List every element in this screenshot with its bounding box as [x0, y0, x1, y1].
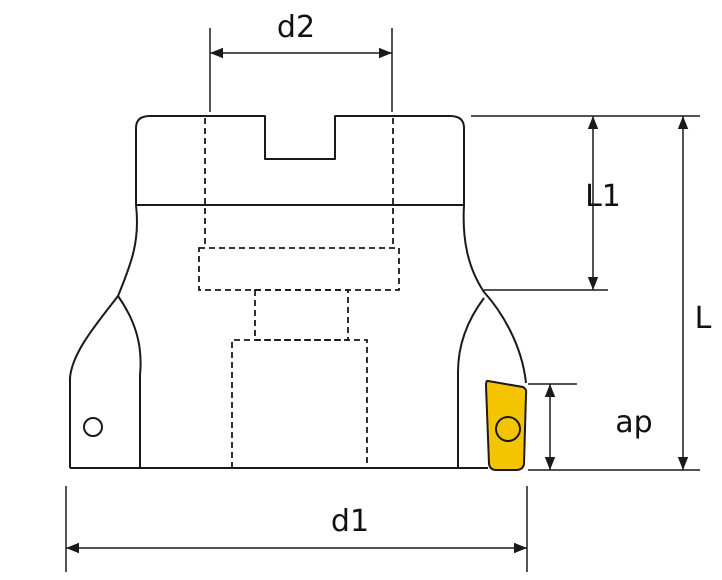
cutting-insert: [484, 379, 528, 471]
d1-label: d1: [331, 504, 369, 539]
insert-screw-icon: [495, 416, 521, 442]
neck-hidden: [254, 289, 349, 341]
l1-label: L1: [585, 179, 621, 214]
l-label: L: [695, 301, 712, 336]
dimension-l1: L1: [471, 115, 700, 291]
right-flank: [462, 204, 527, 384]
right-chip-pocket: [457, 297, 485, 468]
dimension-ap: ap: [528, 383, 653, 470]
left-flank: [69, 204, 139, 468]
dimension-d2: d2: [209, 10, 393, 112]
ap-label: ap: [615, 405, 652, 440]
lower-cavity-hidden: [231, 339, 368, 468]
left-chip-pocket: [117, 295, 142, 468]
counterbore-hidden: [198, 247, 400, 291]
hub-outline: [135, 115, 465, 205]
hidden-features: [198, 118, 400, 468]
cutter-body: [69, 115, 527, 469]
dimension-d1: d1: [65, 486, 528, 572]
left-hole-icon: [83, 417, 103, 437]
d2-label: d2: [277, 10, 315, 45]
dimension-l: L: [528, 116, 712, 471]
